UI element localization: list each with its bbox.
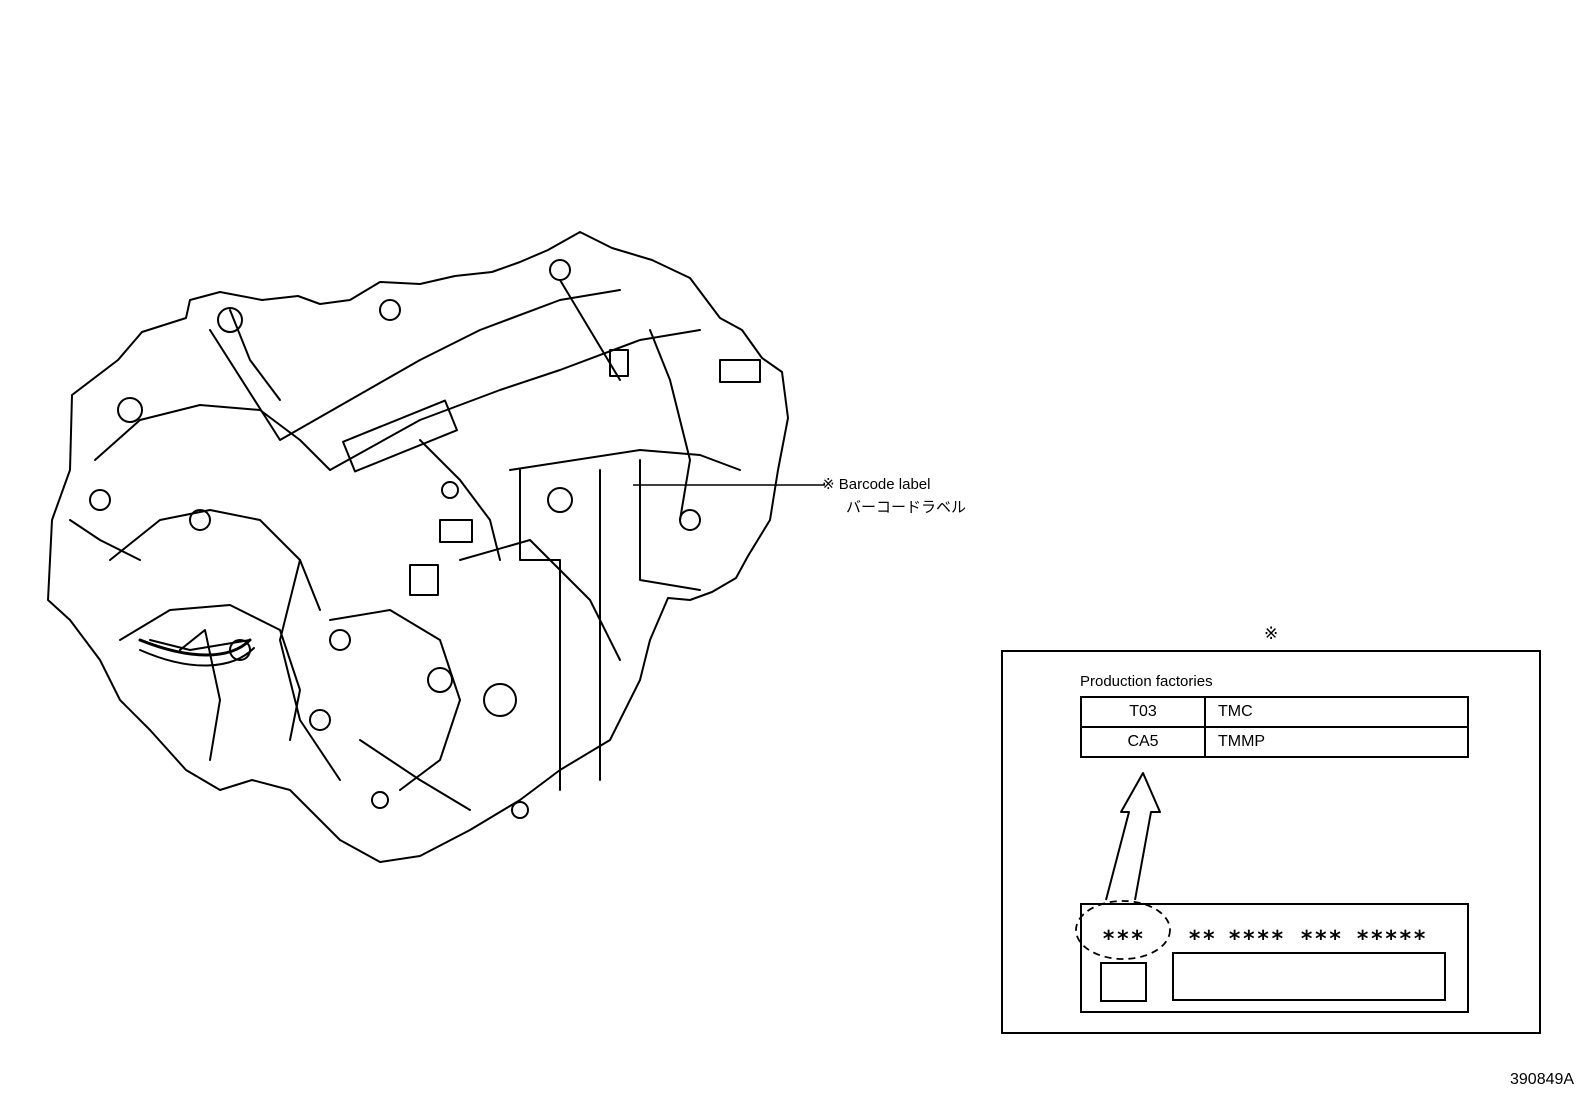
factory-name: TMC (1204, 696, 1469, 728)
factory-table: T03 TMC CA5 TMMP (1080, 696, 1469, 758)
barcode-label-jp: バーコードラベル (846, 499, 967, 516)
factory-table-title: Production factories (1080, 673, 1213, 690)
barcode-label-sample (1080, 903, 1469, 1013)
factory-arrow (1105, 772, 1161, 901)
barcode-slot-small (1100, 962, 1147, 1002)
transmission-outline (47, 231, 789, 863)
factory-code: CA5 (1080, 726, 1206, 758)
detail-reference-mark: ※ (1264, 624, 1279, 643)
factory-code-highlight (1075, 900, 1171, 960)
barcode-slot-large (1172, 952, 1446, 1001)
factory-name: TMMP (1204, 726, 1469, 758)
barcode-group: *** (1102, 927, 1145, 952)
table-row: T03 TMC (1080, 696, 1469, 728)
barcode-label-callout: ※ Barcode label (822, 476, 930, 494)
reference-mark: ※ (822, 476, 835, 493)
barcode-group: ***** (1356, 927, 1428, 952)
barcode-detail-panel (1001, 650, 1541, 1034)
factory-code: T03 (1080, 696, 1206, 728)
barcode-group: *** (1300, 927, 1343, 952)
barcode-group: ** (1188, 927, 1217, 952)
barcode-group: **** (1228, 927, 1285, 952)
table-row: CA5 TMMP (1080, 726, 1469, 758)
barcode-label-en: Barcode label (838, 476, 931, 493)
figure-id: 390849A (1510, 1071, 1575, 1088)
